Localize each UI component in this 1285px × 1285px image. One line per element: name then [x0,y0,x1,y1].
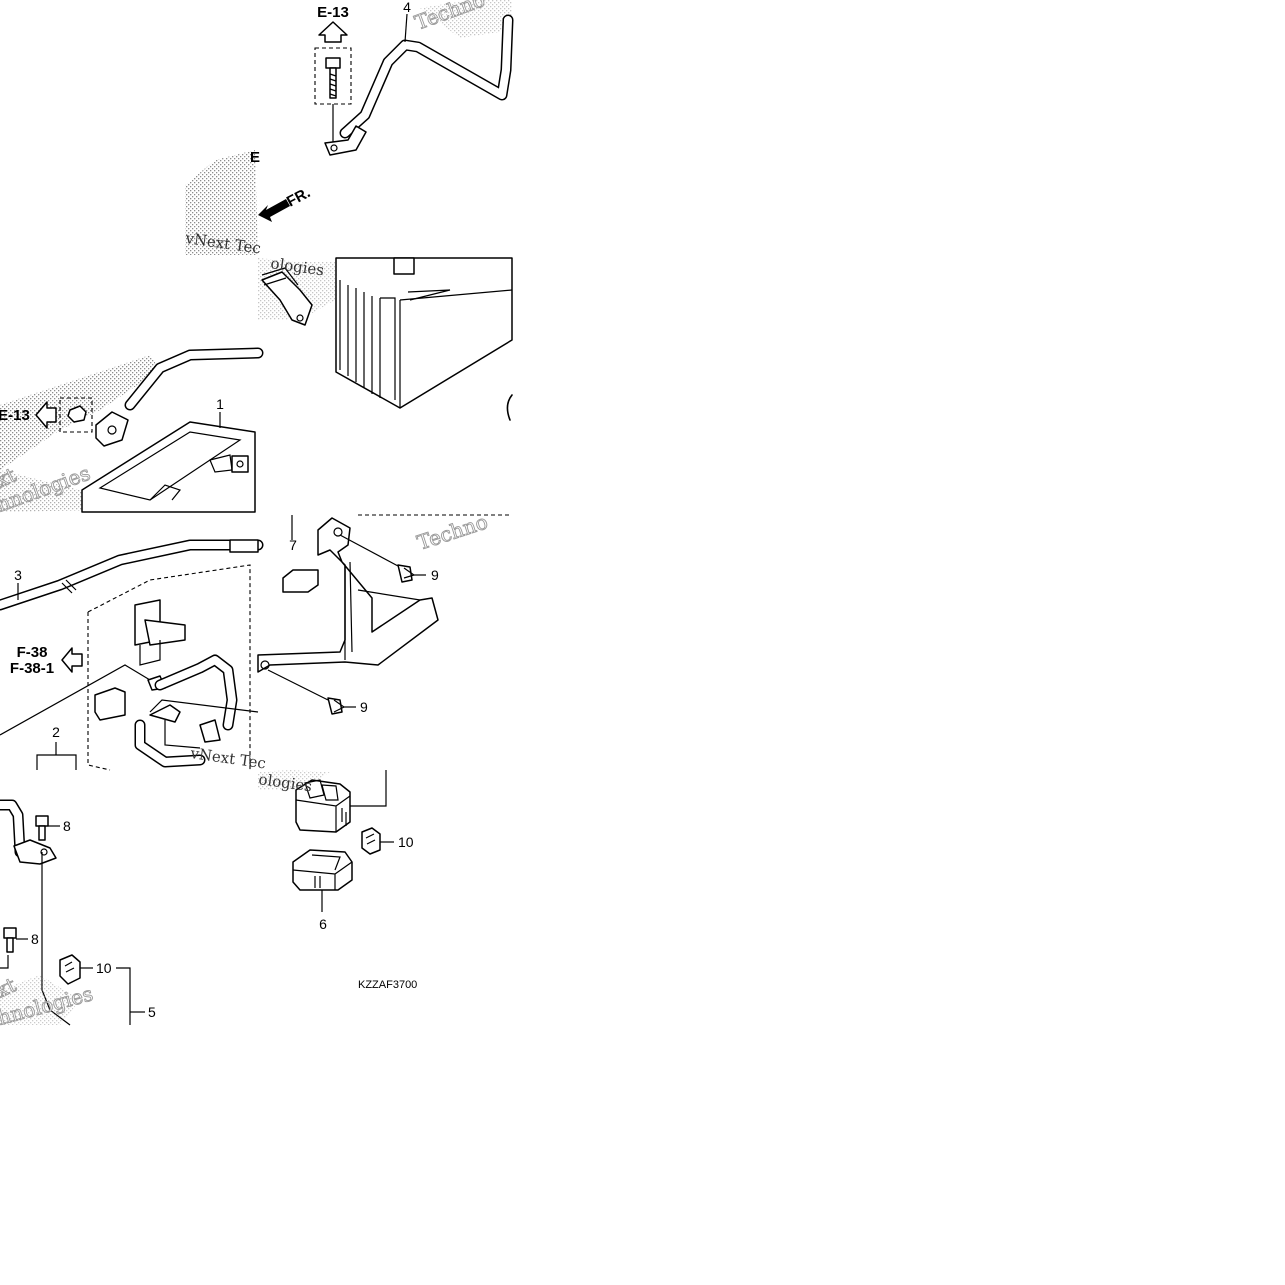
bolt-thread [329,73,337,97]
part-code: KZZAF3700 [358,979,417,991]
callout-bracket [116,967,131,1025]
bolt-8-icon [3,927,17,939]
ref-label-left: E-13 [0,407,30,424]
cable-terminal [13,839,57,865]
front-arrow-icon [258,199,290,222]
callout-5: 5 [148,1004,156,1020]
ref-label-f38-1: F-38-1 [10,660,54,677]
ref-arrow-left-icon [35,401,57,429]
tile-battery-closeup: ologies [258,254,513,421]
callout-bracket [36,742,77,770]
callout-1: 1 [216,396,224,412]
cable-end [261,271,313,326]
callout-4: 4 [403,0,411,15]
bolt-head-icon [325,57,341,69]
stipple-shadow [420,0,512,38]
bolt-dashed-box [314,47,352,105]
battery-1 [81,421,256,513]
fuse-10-icon [361,827,381,855]
callout-9-lower: 9 [360,699,368,715]
cable-terminal [95,411,129,447]
callout-8-upper: 8 [63,818,71,834]
callout-10-left: 10 [96,960,112,976]
fuse-holder [94,687,126,721]
battery-terminal [393,257,415,275]
harness-dashed-box [87,564,251,771]
callout-leader [404,13,408,43]
bolt-9-icon [397,564,413,583]
ref-arrow-left-icon [61,647,83,673]
tile-harness: 3 F-38 F-38-1 2 vNext Tec [0,539,267,773]
callout-3: 3 [14,567,22,583]
bolt-shank [329,67,337,99]
tile-top-cable: E-13 4 FR. E Techno vNext Tec [183,0,514,258]
battery-side-view [335,257,513,409]
mounting-bracket [257,517,439,673]
rubber-pad-7 [282,569,319,593]
bolt-8-icon [35,815,49,827]
cable-terminal [324,125,367,156]
battery-ribs [339,280,381,398]
callout-9-upper: 9 [431,567,439,583]
watermark: vNext Tec [188,744,267,773]
svg-text:E: E [250,149,260,166]
tile-bracket: 7 9 9 Techno [257,509,512,715]
nut-icon [67,405,87,423]
callout-6: 6 [319,916,327,932]
tile-fuses: 8 8 10 5 xt hnologies [0,799,156,1030]
ref-label-f38: F-38 [17,644,48,661]
nut-dashed-box [59,397,93,433]
battery-terminal [231,455,249,473]
callout-8-lower: 8 [31,931,39,947]
ref-label-top: E-13 [317,4,349,21]
stipple-shadow [185,150,258,255]
tile-relay: 6 10 ologies KZZAF3700 [257,770,417,991]
callout-10-right: 10 [398,834,414,850]
battery-cable-4 [339,14,514,139]
watermark: Techno [414,509,491,554]
callout-bracket [350,770,387,807]
relay-cover-6 [292,849,353,891]
callout-2: 2 [52,724,60,740]
tile-battery: E-13 1 xt hnologies [0,347,264,517]
ref-arrow-up-icon [318,21,348,43]
callout-7: 7 [289,537,297,553]
